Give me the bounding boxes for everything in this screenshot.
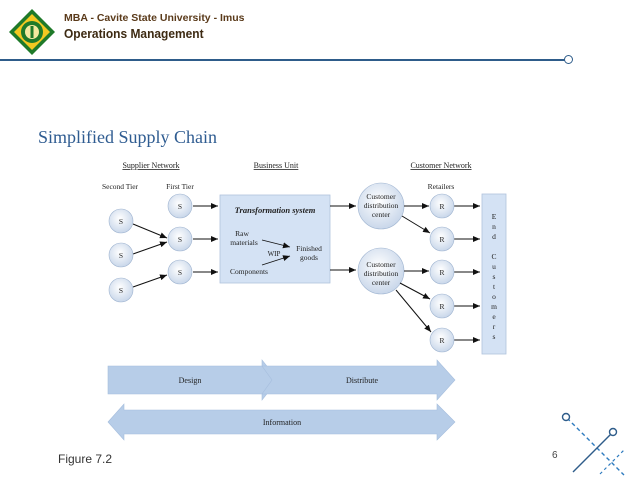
second-tier-supplier-node-label: S xyxy=(119,286,123,295)
header-rule-end-dot xyxy=(564,55,573,64)
arrow-components-to-finished xyxy=(261,255,291,266)
dc1-label-3: center xyxy=(372,210,391,219)
end-customers-letter: t xyxy=(493,282,496,291)
end-customers-letter: e xyxy=(492,312,496,321)
first-tier-label: First Tier xyxy=(166,182,194,191)
second-tier-supplier-node-circle xyxy=(108,208,134,234)
retailer-node-label: R xyxy=(439,202,444,211)
page-number: 6 xyxy=(552,450,558,461)
arrow-s3-to-f3 xyxy=(132,274,168,288)
finished-goods-label-2: goods xyxy=(300,253,318,262)
components-label: Components xyxy=(230,267,268,276)
slide-header: MBA - Cavite State University - Imus Ope… xyxy=(0,0,638,64)
end-customers-letter: d xyxy=(492,232,496,241)
arrow-raw-to-finished xyxy=(261,239,291,249)
second-tier-supplier-node-circle xyxy=(108,242,134,268)
second-tier-supplier-node: S xyxy=(108,208,134,234)
end-customers-letter: C xyxy=(491,252,496,261)
business-unit-box xyxy=(219,194,331,284)
first-tier-supplier-node: S xyxy=(167,193,193,219)
end-customers-letter: n xyxy=(492,222,496,231)
retailer-node-label: R xyxy=(439,235,444,244)
arrow-dc2-to-r4 xyxy=(399,282,431,300)
retailer-node-circle xyxy=(429,293,455,319)
second-tier-label: Second Tier xyxy=(102,182,139,191)
retailer-node-label: R xyxy=(439,268,444,277)
finished-goods-label-1: Finished xyxy=(296,244,322,253)
first-tier-supplier-node-circle xyxy=(167,259,193,285)
university-logo-icon xyxy=(9,9,55,55)
retailers-label: Retailers xyxy=(428,182,455,191)
arrow-dc2-to-r5 xyxy=(395,289,432,333)
end-customers-letter: s xyxy=(493,332,496,341)
retailer-node: R xyxy=(429,226,455,252)
supplier-network-header: Supplier Network xyxy=(122,161,179,170)
first-tier-supplier-node: S xyxy=(167,259,193,285)
dc2-label-2: distribution xyxy=(364,269,399,278)
retailer-node-circle xyxy=(429,193,455,219)
second-tier-supplier-node-label: S xyxy=(119,217,123,226)
arrow-dc1-to-r2 xyxy=(401,215,431,234)
figure-caption: Figure 7.2 xyxy=(58,452,113,466)
customer-network-header: Customer Network xyxy=(410,161,471,170)
header-rule xyxy=(0,59,566,61)
retailer-node: R xyxy=(429,193,455,219)
end-customers-letter: o xyxy=(492,292,496,301)
end-customers-letter: E xyxy=(492,212,497,221)
first-tier-supplier-node-label: S xyxy=(178,235,182,244)
retailer-node: R xyxy=(429,259,455,285)
supply-chain-nodes: S S S S S S R R R R R xyxy=(108,193,455,353)
distribute-label: Distribute xyxy=(346,376,378,385)
business-unit-header: Business Unit xyxy=(254,161,299,170)
header-university-name: MBA - Cavite State University - Imus xyxy=(64,12,245,24)
second-tier-supplier-node-circle xyxy=(108,277,134,303)
first-tier-supplier-node: S xyxy=(167,226,193,252)
corner-decoration-icon xyxy=(561,412,625,476)
design-label: Design xyxy=(179,376,202,385)
retailer-node-circle xyxy=(429,226,455,252)
first-tier-supplier-node-circle xyxy=(167,226,193,252)
first-tier-supplier-node-label: S xyxy=(178,268,182,277)
wip-label: WIP xyxy=(268,250,281,258)
end-customers-box xyxy=(481,193,507,355)
end-customers-letter: m xyxy=(491,302,497,311)
first-tier-supplier-node-circle xyxy=(167,193,193,219)
retailer-node-label: R xyxy=(439,302,444,311)
retailer-node-label: R xyxy=(439,336,444,345)
information-arrow xyxy=(107,403,456,441)
second-tier-supplier-node-label: S xyxy=(119,251,123,260)
dc1-label-1: Customer xyxy=(366,192,396,201)
distribute-arrow xyxy=(261,359,456,401)
end-customers-letter: u xyxy=(492,262,496,271)
dc1-label-2: distribution xyxy=(364,201,399,210)
slide-title: Simplified Supply Chain xyxy=(38,127,218,147)
retailer-node: R xyxy=(429,293,455,319)
transformation-system-label: Transformation system xyxy=(235,205,316,215)
raw-materials-label-1: Raw xyxy=(235,229,249,238)
retailer-node-circle xyxy=(429,259,455,285)
retailer-node-circle xyxy=(429,327,455,353)
dc2-label-1: Customer xyxy=(366,260,396,269)
second-tier-supplier-node: S xyxy=(108,242,134,268)
arrow-s1-to-f2 xyxy=(132,223,168,239)
second-tier-supplier-node: S xyxy=(108,277,134,303)
first-tier-supplier-node-label: S xyxy=(178,202,182,211)
dc2-label-3: center xyxy=(372,278,391,287)
information-label: Information xyxy=(263,418,301,427)
header-course-name: Operations Management xyxy=(64,26,204,41)
end-customers-letter: s xyxy=(493,272,496,281)
end-customers-letter: r xyxy=(493,322,496,331)
arrow-s2-to-f2 xyxy=(132,241,168,255)
retailer-node: R xyxy=(429,327,455,353)
raw-materials-label-2: materials xyxy=(230,238,258,247)
